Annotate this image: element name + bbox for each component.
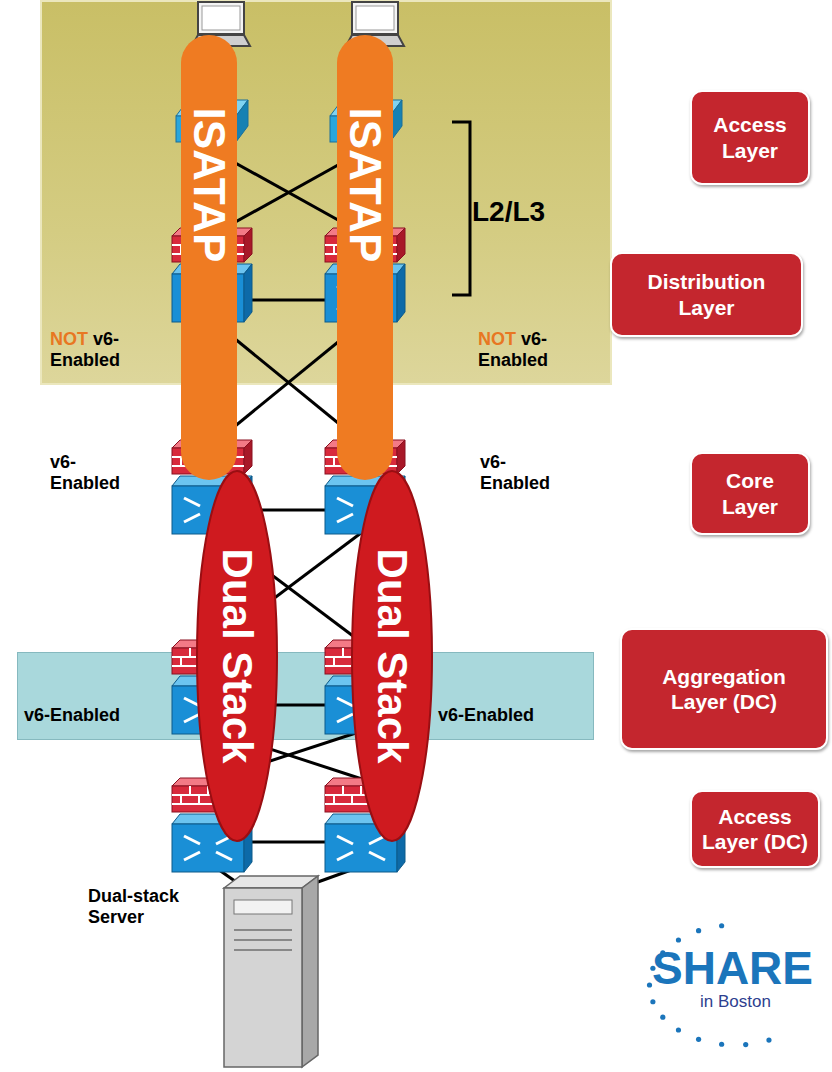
dual-stack-ellipse: Dual Stack (351, 470, 433, 842)
logo-dot (676, 937, 681, 942)
device-part (198, 2, 244, 34)
device-part (397, 440, 405, 474)
layer-name: Distribution Layer (632, 269, 782, 319)
ellipse-shape (352, 471, 432, 841)
layer-box: Access Layer (690, 90, 810, 185)
tunnel-label: Dual Stack (371, 549, 413, 764)
layer-range-label: L2/L3 (472, 196, 582, 228)
device-part (337, 852, 353, 860)
device-part (369, 852, 385, 860)
layer-name: Aggregation Layer (DC) (644, 664, 804, 714)
logo-dot (743, 1042, 748, 1047)
device-part (333, 457, 335, 466)
server-label: Dual-stack Server (88, 886, 198, 927)
logo-dot (676, 1027, 681, 1032)
device-part (337, 498, 353, 506)
ipv6-status-label: NOT v6- Enabled (50, 329, 150, 370)
layer-name: Core Layer (700, 468, 800, 518)
device-part (333, 657, 335, 666)
isatap-tunnel: ISATAP (181, 35, 237, 480)
device-part (337, 698, 353, 706)
logo-dot (719, 923, 724, 928)
layer-box: Aggregation Layer (DC) (620, 628, 828, 750)
campus-panel: NOT v6- Enabled NOT v6- Enabled (40, 0, 612, 385)
dual-stack-server (224, 876, 318, 1067)
dual-stack-ellipse: Dual Stack (196, 470, 278, 842)
device-part (337, 836, 353, 844)
device-part (397, 228, 405, 262)
logo-dot (719, 1042, 724, 1047)
tunnel-label: Dual Stack (216, 549, 258, 764)
warning-word: NOT (50, 329, 88, 349)
device-part (184, 498, 200, 506)
layer-name: Access Layer (700, 112, 800, 162)
ellipse-shape (197, 471, 277, 841)
ipv6-status-label: v6-Enabled (24, 705, 164, 726)
logo-subtitle: in Boston (700, 992, 820, 1012)
layer-name: Access Layer (DC) (700, 804, 810, 854)
device-part (202, 6, 240, 30)
ipv6-status-label: v6- Enabled (480, 452, 570, 493)
logo-dot (647, 982, 652, 987)
device-part (397, 264, 405, 322)
logo-word: SHARE (652, 942, 822, 995)
logo-dot (650, 999, 655, 1004)
device-part (198, 795, 200, 804)
device-part (333, 795, 335, 804)
logo-dot (660, 1015, 665, 1020)
logo-dot (696, 928, 701, 933)
dc-aggregation-band: v6-Enabled v6-Enabled (17, 652, 594, 740)
device-part (180, 795, 182, 804)
device-part (184, 852, 200, 860)
layer-bracket (452, 122, 470, 295)
layer-box: Access Layer (DC) (690, 790, 820, 868)
device-part (360, 786, 362, 795)
device-part (356, 6, 394, 30)
device-part (244, 264, 252, 322)
device-part (351, 795, 353, 804)
tunnel-label: ISATAP (187, 108, 231, 263)
layer-box: Distribution Layer (610, 252, 803, 337)
tunnel-label: ISATAP (343, 108, 387, 263)
device-part (342, 786, 344, 795)
device-part (244, 228, 252, 262)
ipv6-status-label: NOT v6- Enabled (478, 329, 578, 370)
device-part (184, 514, 200, 522)
device-part (352, 2, 398, 34)
device-part (337, 514, 353, 522)
ipv6-status-label: v6-Enabled (438, 705, 578, 726)
isatap-tunnel: ISATAP (337, 35, 393, 480)
device-part (342, 648, 344, 657)
layer-box: Core Layer (690, 452, 810, 535)
device-part (337, 714, 353, 722)
ipv6-status-label: v6- Enabled (50, 452, 140, 493)
device-part (189, 648, 191, 657)
device-part (189, 786, 191, 795)
device-part (333, 245, 335, 254)
logo-dot (696, 1037, 701, 1042)
device-part (180, 657, 182, 666)
device-part (184, 836, 200, 844)
warning-word: NOT (478, 329, 516, 349)
device-part (184, 714, 200, 722)
logo-dot (766, 1037, 771, 1042)
device-part (216, 852, 232, 860)
device-part (236, 100, 248, 142)
device-part (244, 440, 252, 474)
